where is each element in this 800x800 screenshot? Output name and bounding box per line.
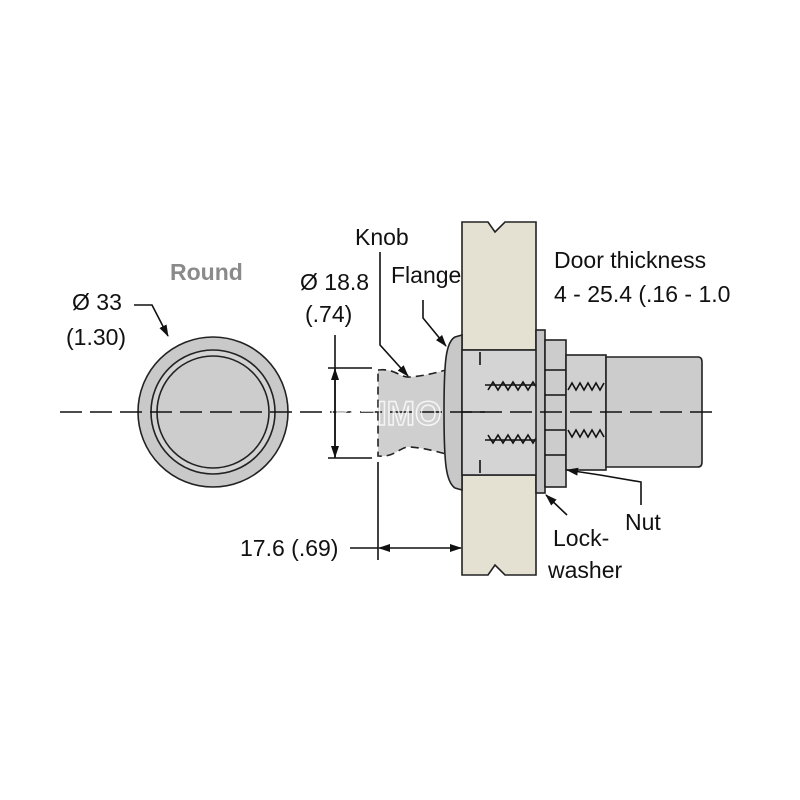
knob-diameter-in: (.74) bbox=[305, 301, 352, 327]
nut-leader bbox=[566, 467, 642, 505]
door-thickness-label: Door thickness bbox=[554, 247, 706, 273]
cam-cylinder bbox=[605, 356, 703, 468]
lockwasher-leader bbox=[545, 494, 568, 516]
nut bbox=[544, 339, 567, 488]
door-thickness-range: 4 - 25.4 (.16 - 1.0 bbox=[554, 281, 730, 307]
flange-label: Flange bbox=[391, 262, 461, 288]
round-title: Round bbox=[170, 259, 243, 285]
knob-diameter-mm: Ø 18.8 bbox=[300, 269, 369, 295]
outer-diameter-mm: Ø 33 bbox=[72, 289, 122, 315]
nut-label: Nut bbox=[625, 509, 661, 535]
knob-diameter-dimension bbox=[328, 335, 372, 459]
projection-value: 17.6 (.69) bbox=[240, 535, 338, 561]
flange-leader bbox=[422, 300, 447, 347]
projection-dimension bbox=[350, 462, 462, 560]
outer-diameter-in: (1.30) bbox=[66, 324, 126, 350]
watermark-logo: REIMO bbox=[330, 395, 441, 433]
lockwasher-label-line1: Lock- bbox=[553, 525, 609, 551]
knob-label: Knob bbox=[355, 224, 409, 250]
knob-leader bbox=[379, 252, 409, 377]
lockwasher-label-line2: washer bbox=[547, 557, 622, 583]
outer-diameter-leader bbox=[134, 304, 169, 337]
